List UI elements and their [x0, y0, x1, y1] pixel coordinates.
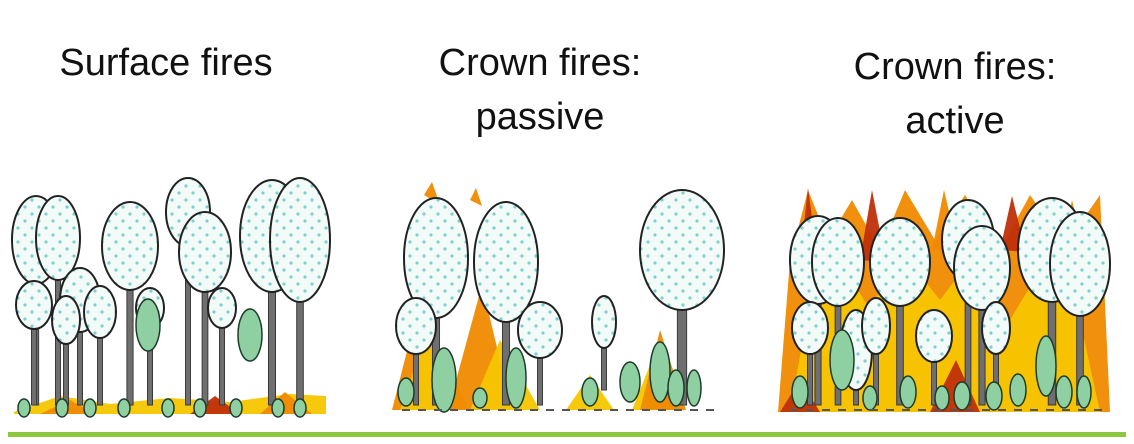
shrub-icon — [582, 378, 598, 406]
shrub-icon — [863, 386, 877, 410]
tree-trunk — [297, 298, 304, 405]
shrub-icon — [650, 342, 670, 402]
tree-canopy — [792, 302, 828, 354]
tree-canopy — [640, 190, 724, 310]
shrub-icon — [900, 376, 916, 408]
shrub-icon — [1036, 336, 1056, 396]
shrub-icon — [432, 348, 456, 412]
tree-canopy — [812, 218, 864, 306]
tree-trunk — [268, 288, 275, 405]
shrub-icon — [162, 399, 174, 417]
tree-canopy — [862, 298, 890, 354]
tree-trunk — [127, 286, 133, 405]
shrub-icon — [294, 399, 306, 417]
shrub-icon — [1056, 376, 1072, 408]
shrub-icon — [118, 399, 130, 417]
shrub-icon — [272, 399, 284, 417]
shrub-icon — [18, 399, 30, 417]
shrub-icon — [398, 378, 414, 406]
shrub-icon — [230, 399, 242, 417]
shrub-icon — [473, 388, 487, 408]
tree-canopy — [52, 296, 80, 344]
tree-icon — [592, 296, 616, 390]
tree-trunk — [32, 325, 37, 405]
tree-icon — [84, 286, 116, 405]
tree-canopy — [518, 302, 562, 358]
tree-trunk — [78, 328, 83, 405]
tree-canopy — [870, 218, 930, 306]
tree-icon — [208, 288, 236, 405]
tree-canopy — [16, 281, 52, 329]
tree-canopy — [954, 226, 1010, 310]
shrub-icon — [84, 399, 96, 417]
shrub-icon — [620, 362, 640, 402]
shrub-icon — [1010, 374, 1026, 406]
shrub-icon — [506, 348, 526, 408]
tree-trunk — [202, 288, 208, 405]
tree-canopy — [270, 178, 330, 302]
tree-canopy — [102, 202, 158, 290]
tree-canopy — [208, 288, 236, 328]
tree-canopy — [36, 196, 80, 280]
shrub-icon — [687, 370, 701, 406]
shrub-icon — [56, 399, 68, 417]
tree-canopy — [916, 310, 952, 362]
tree-trunk — [98, 334, 103, 405]
tree-trunk — [602, 344, 607, 390]
ground-line — [8, 432, 1126, 437]
tree-trunk — [538, 354, 543, 405]
shrub-icon — [1077, 376, 1091, 408]
shrub-icon — [830, 330, 854, 390]
flame-icon — [470, 188, 482, 206]
shrub-icon — [792, 376, 808, 408]
shrub-icon — [986, 382, 1002, 410]
tree-canopy — [1050, 212, 1110, 316]
shrub-icon — [954, 382, 970, 410]
tree-canopy — [84, 286, 116, 338]
tree-canopy — [179, 212, 231, 292]
shrub-icon — [238, 309, 262, 361]
tree-canopy — [982, 302, 1010, 354]
tree-canopy — [474, 202, 538, 322]
tree-canopy — [592, 296, 616, 348]
shrub-icon — [935, 386, 949, 410]
tree-canopy — [396, 298, 436, 354]
shrub-icon — [136, 299, 160, 351]
tree-trunk — [64, 340, 69, 405]
tree-trunk — [220, 324, 225, 405]
shrub-icon — [194, 399, 206, 417]
tree-icon — [16, 281, 52, 405]
shrub-icon — [668, 370, 684, 406]
